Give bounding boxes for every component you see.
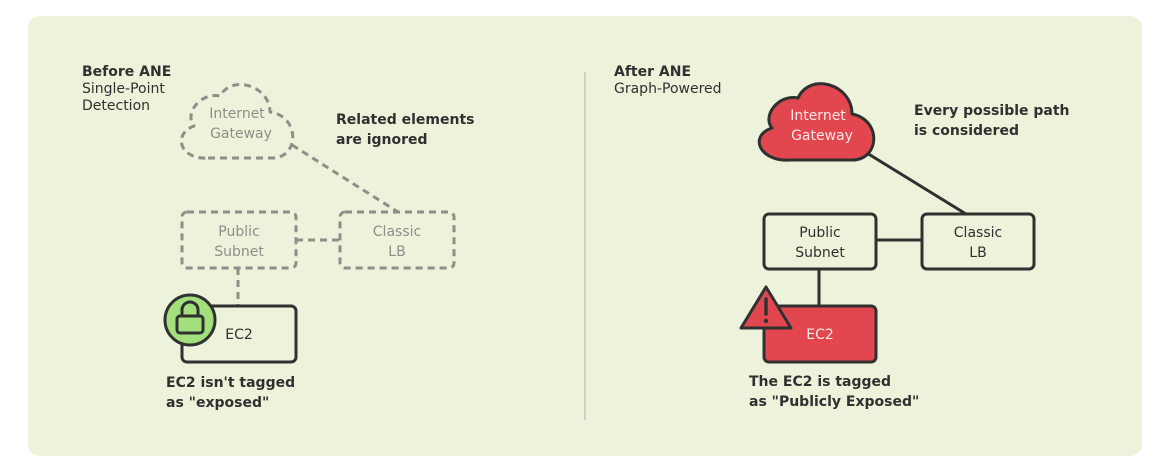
after-subheading: Graph-Powered: [614, 81, 722, 97]
before-link-gateway-lb: [291, 143, 399, 214]
after-result-line-2: as "Publicly Exposed": [749, 394, 919, 410]
before-public-subnet-box: [180, 210, 298, 270]
after-note-line-1: Every possible path: [914, 103, 1070, 119]
before-lb-label-line-1: Classic: [373, 224, 421, 240]
after-ec2-box: [762, 304, 878, 364]
before-subheading-line-1: Single-Point: [82, 81, 165, 97]
after-section: After ANE Graph-Powered Every possible p…: [614, 64, 1070, 410]
before-classic-lb-box: [338, 210, 456, 270]
before-subheading-line-2: Detection: [82, 98, 150, 114]
after-gateway-label-line-2: Gateway: [791, 128, 853, 144]
before-note-line-2: are ignored: [336, 132, 428, 148]
lock-icon: [163, 293, 217, 347]
before-subnet-label-line-2: Subnet: [214, 244, 264, 260]
after-public-subnet-box: [762, 212, 878, 271]
after-ec2-label: EC2: [806, 327, 834, 343]
after-note-line-2: is considered: [914, 123, 1019, 139]
warning-icon: [739, 285, 793, 330]
after-gateway-cloud: [757, 82, 876, 162]
after-result-line-1: The EC2 is tagged: [749, 374, 891, 390]
before-gateway-label-line-1: Internet: [209, 106, 265, 122]
before-note-line-1: Related elements: [336, 112, 474, 128]
before-result-line-2: as "exposed": [166, 395, 269, 411]
before-lb-label-line-2: LB: [388, 244, 405, 260]
after-gateway-label-line-1: Internet: [790, 108, 846, 124]
after-classic-lb-box: [920, 212, 1036, 271]
before-ec2-label: EC2: [225, 327, 253, 343]
before-subnet-label-line-1: Public: [218, 224, 259, 240]
after-subnet-label-line-1: Public: [799, 225, 840, 241]
before-section: Before ANE Single-Point Detection Relate…: [82, 64, 474, 411]
after-lb-label-line-2: LB: [969, 245, 986, 261]
before-heading: Before ANE: [82, 64, 171, 80]
after-subnet-label-line-2: Subnet: [795, 245, 845, 261]
before-gateway-label-line-2: Gateway: [210, 126, 272, 142]
after-link-gateway-lb: [861, 148, 967, 216]
after-lb-label-line-1: Classic: [954, 225, 1002, 241]
before-gateway-cloud: [180, 83, 295, 160]
after-heading: After ANE: [614, 64, 691, 80]
before-result-line-1: EC2 isn't tagged: [166, 375, 295, 391]
